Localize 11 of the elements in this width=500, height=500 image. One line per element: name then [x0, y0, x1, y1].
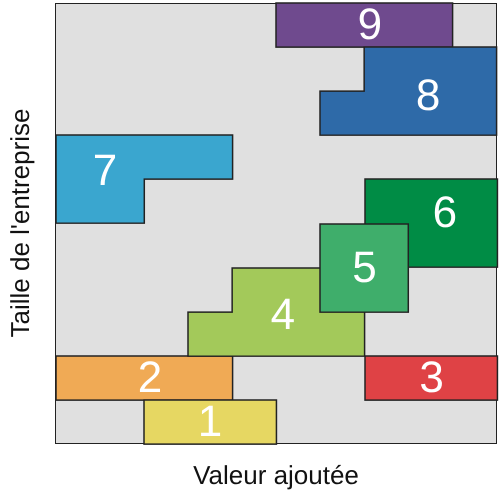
region-number: 1	[198, 400, 222, 444]
region-number: 4	[270, 292, 296, 337]
axis-title: Valeur ajoutée	[193, 462, 359, 488]
region-number: 8	[416, 74, 440, 118]
region-number: 3	[419, 356, 444, 400]
region-number: 7	[92, 148, 118, 193]
region-number: 5	[352, 246, 377, 290]
region-number: 2	[138, 356, 162, 400]
region-number: 6	[432, 190, 458, 235]
region-number: 9	[358, 3, 382, 48]
axis-title: Taille de l'entreprise	[7, 108, 33, 338]
